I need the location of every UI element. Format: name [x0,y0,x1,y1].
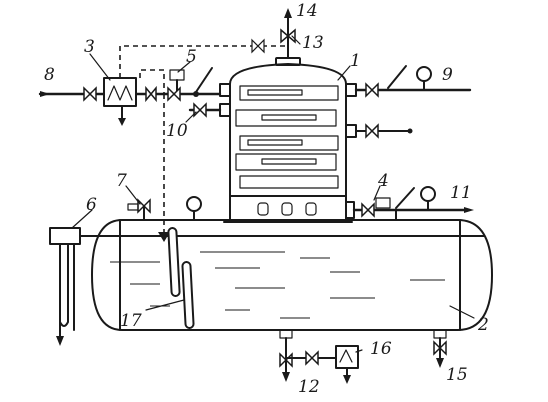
label-6: 6 [86,195,97,215]
label-12: 12 [298,377,320,397]
overflow-6 [49,227,101,346]
number-labels: 3 5 14 13 1 9 8 10 7 6 4 11 2 17 16 12 1… [44,1,489,397]
label-4: 4 [377,171,389,191]
deaeration-column [219,57,357,223]
label-16: 16 [370,339,392,359]
label-17: 17 [120,311,142,331]
vent-pipe-14 [251,8,296,59]
pipe-11 [352,186,474,221]
label-3: 3 [84,37,95,57]
vent-dashed-line [119,45,289,242]
drain-15 [433,329,447,368]
column-side-thermometer [355,123,413,139]
label-8: 8 [44,65,55,85]
label-14: 14 [296,1,318,21]
label-7: 7 [116,171,127,191]
label-11: 11 [450,183,472,203]
label-13: 13 [302,33,324,53]
label-9: 9 [442,65,453,85]
water-level-lines [99,235,485,319]
tubes-17 [167,227,195,329]
label-5: 5 [186,47,197,67]
pipe-10 [188,102,222,118]
label-2: 2 [477,315,489,335]
label-15: 15 [446,365,468,385]
pipe-8-line [38,67,222,126]
label-10: 10 [166,121,188,141]
safety-valve-7 [127,196,202,221]
pipe-9 [354,65,472,98]
label-1: 1 [350,51,361,71]
leader-lines [71,35,475,353]
drain-12 [279,329,359,384]
